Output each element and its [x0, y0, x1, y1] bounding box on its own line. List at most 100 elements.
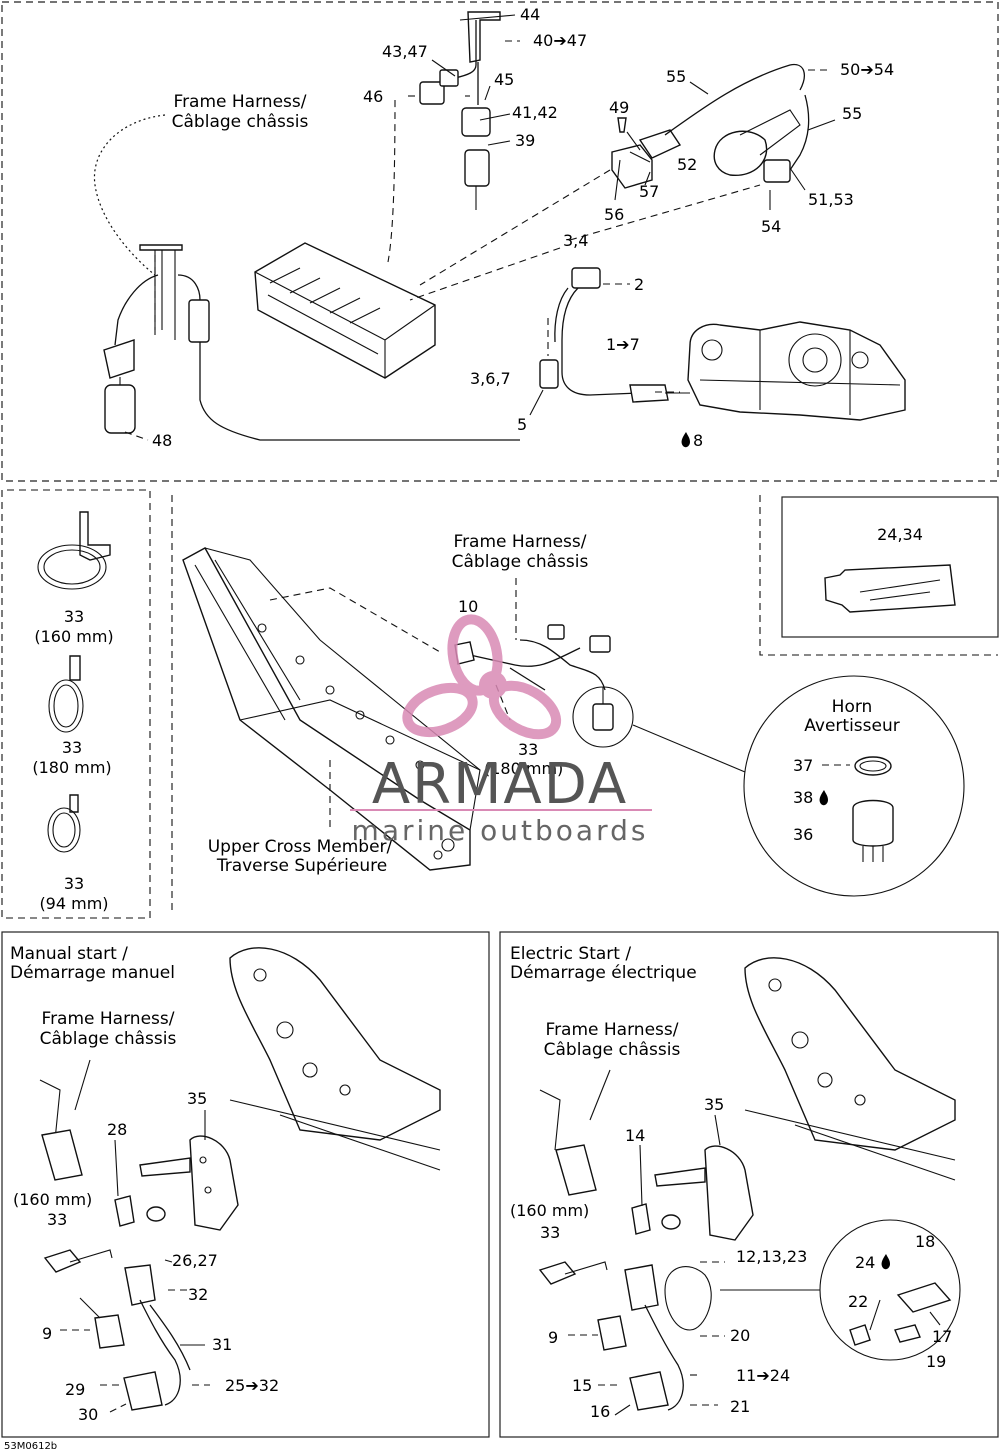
leader-56-to-ecu — [419, 169, 611, 286]
clamp-1-number: 33 — [64, 607, 84, 626]
top-section-labels: 44 40➔47 43,47 46 45 41,42 39 55 50➔54 5… — [152, 5, 894, 450]
label-45: 45 — [494, 70, 514, 89]
drawing-reference-code: 53M0612b — [4, 1441, 57, 1452]
electric-frame-harness-fr: Câblage châssis — [544, 1040, 681, 1060]
clamps-section-frame — [1, 489, 151, 919]
label-21: 21 — [730, 1397, 750, 1416]
sealant-drop-icon — [881, 1254, 890, 1270]
propeller-logo — [402, 614, 562, 740]
label-32: 32 — [188, 1285, 208, 1304]
label-56: 56 — [604, 205, 624, 224]
label-55-upper: 55 — [666, 67, 686, 86]
electric-start-labels: Electric Start / Démarrage électrique Fr… — [510, 944, 952, 1421]
manual-start-labels: Manual start / Démarrage manuel Frame Ha… — [10, 944, 279, 1424]
label-28: 28 — [107, 1120, 127, 1139]
label-11-24: 11➔24 — [736, 1366, 790, 1385]
label-22: 22 — [848, 1292, 868, 1311]
label-19: 19 — [926, 1352, 946, 1371]
horn-labels: Horn Avertisseur 37 38 36 — [793, 697, 900, 844]
label-9-electric: 9 — [548, 1328, 558, 1347]
sealant-drop-icon — [819, 790, 828, 806]
label-24-electric: 24 — [855, 1253, 875, 1272]
label-57: 57 — [639, 182, 659, 201]
label-18: 18 — [915, 1232, 935, 1251]
top-section-frame — [1, 1, 999, 482]
manual-frame-harness-fr: Câblage châssis — [40, 1029, 177, 1049]
label-48: 48 — [152, 431, 172, 450]
clamp-drawings — [37, 511, 111, 853]
leader-54 — [569, 184, 761, 241]
label-33-mid: 33 — [518, 740, 538, 759]
clamp-2-size: (180 mm) — [32, 758, 111, 777]
upper-cross-member-en: Upper Cross Member/ — [208, 837, 393, 857]
label-12-13-23: 12,13,23 — [736, 1247, 807, 1266]
connector-group-49-57 — [611, 63, 810, 189]
label-24-34: 24,34 — [877, 525, 923, 544]
label-38: 38 — [793, 788, 813, 807]
label-10: 10 — [458, 597, 478, 616]
upper-frame-drawing — [182, 547, 746, 871]
label-33-manual: 33 — [47, 1210, 67, 1229]
label-15: 15 — [572, 1376, 592, 1395]
leader-46-to-ecu — [387, 99, 396, 263]
clamp-labels: 33 (160 mm) 33 (180 mm) 33 (94 mm) — [32, 607, 113, 913]
frame-harness-label-fr: Câblage châssis — [172, 112, 309, 132]
label-54: 54 — [761, 217, 781, 236]
upper-frame-labels: Frame Harness/ Câblage châssis 10 33 (18… — [208, 532, 589, 876]
label-31: 31 — [212, 1335, 232, 1354]
manual-start-title-fr: Démarrage manuel — [10, 963, 175, 983]
label-40-47: 40➔47 — [533, 31, 587, 50]
clamp-3-number: 33 — [64, 874, 84, 893]
label-50-54: 50➔54 — [840, 60, 894, 79]
label-20: 20 — [730, 1326, 750, 1345]
frame-harness-mid-en: Frame Harness/ — [454, 532, 587, 552]
frame-harness-label-en: Frame Harness/ — [174, 92, 307, 112]
label-49: 49 — [609, 98, 629, 117]
label-160mm-electric: (160 mm) — [510, 1201, 589, 1220]
clamp-3-size: (94 mm) — [39, 894, 108, 913]
label-29: 29 — [65, 1380, 85, 1399]
frame-harness-bundle — [114, 244, 520, 441]
label-35-electric: 35 — [704, 1095, 724, 1114]
label-8: 8 — [693, 431, 703, 450]
label-43-47: 43,47 — [382, 42, 428, 61]
electric-start-drawing — [538, 957, 961, 1416]
upper-cross-member-fr: Traverse Supérieure — [216, 856, 387, 876]
label-55-right: 55 — [842, 104, 862, 123]
label-160mm-manual: (160 mm) — [13, 1190, 92, 1209]
label-25-32: 25➔32 — [225, 1376, 279, 1395]
right-section-divider — [759, 495, 998, 656]
electric-start-frame — [499, 931, 999, 1438]
sensor-48 — [103, 339, 136, 434]
label-16: 16 — [590, 1402, 610, 1421]
frame-harness-callout-line — [93, 114, 166, 276]
leader-48 — [124, 431, 149, 441]
watermark-brand: ARMADA — [372, 752, 628, 817]
label-51-53: 51,53 — [808, 190, 854, 209]
manual-frame-harness-en: Frame Harness/ — [42, 1009, 175, 1029]
label-37: 37 — [793, 756, 813, 775]
watermark-tagline: marine outboards — [352, 814, 649, 847]
frame-harness-mid-fr: Câblage châssis — [452, 552, 589, 572]
label-41-42: 41,42 — [512, 103, 558, 122]
label-44: 44 — [520, 5, 540, 24]
label-3-6-7: 3,6,7 — [470, 369, 511, 388]
label-39: 39 — [515, 131, 535, 150]
electric-start-title-en: Electric Start / — [510, 944, 631, 964]
manual-start-frame — [1, 931, 490, 1438]
label-35-manual: 35 — [187, 1089, 207, 1108]
ecu-module — [254, 242, 436, 379]
clamp-1-size: (160 mm) — [34, 627, 113, 646]
watermark: ARMADA marine outboards — [350, 614, 652, 847]
label-3-4: 3,4 — [563, 231, 588, 250]
clamp-2-number: 33 — [62, 738, 82, 757]
electric-start-title-fr: Démarrage électrique — [510, 963, 697, 983]
sealant-drop-icon — [681, 432, 690, 448]
engine-assembly — [687, 321, 906, 421]
label-36: 36 — [793, 825, 813, 844]
manual-start-title-en: Manual start / — [10, 944, 128, 964]
label-9-manual: 9 — [42, 1324, 52, 1343]
label-52: 52 — [677, 155, 697, 174]
label-14: 14 — [625, 1126, 645, 1145]
